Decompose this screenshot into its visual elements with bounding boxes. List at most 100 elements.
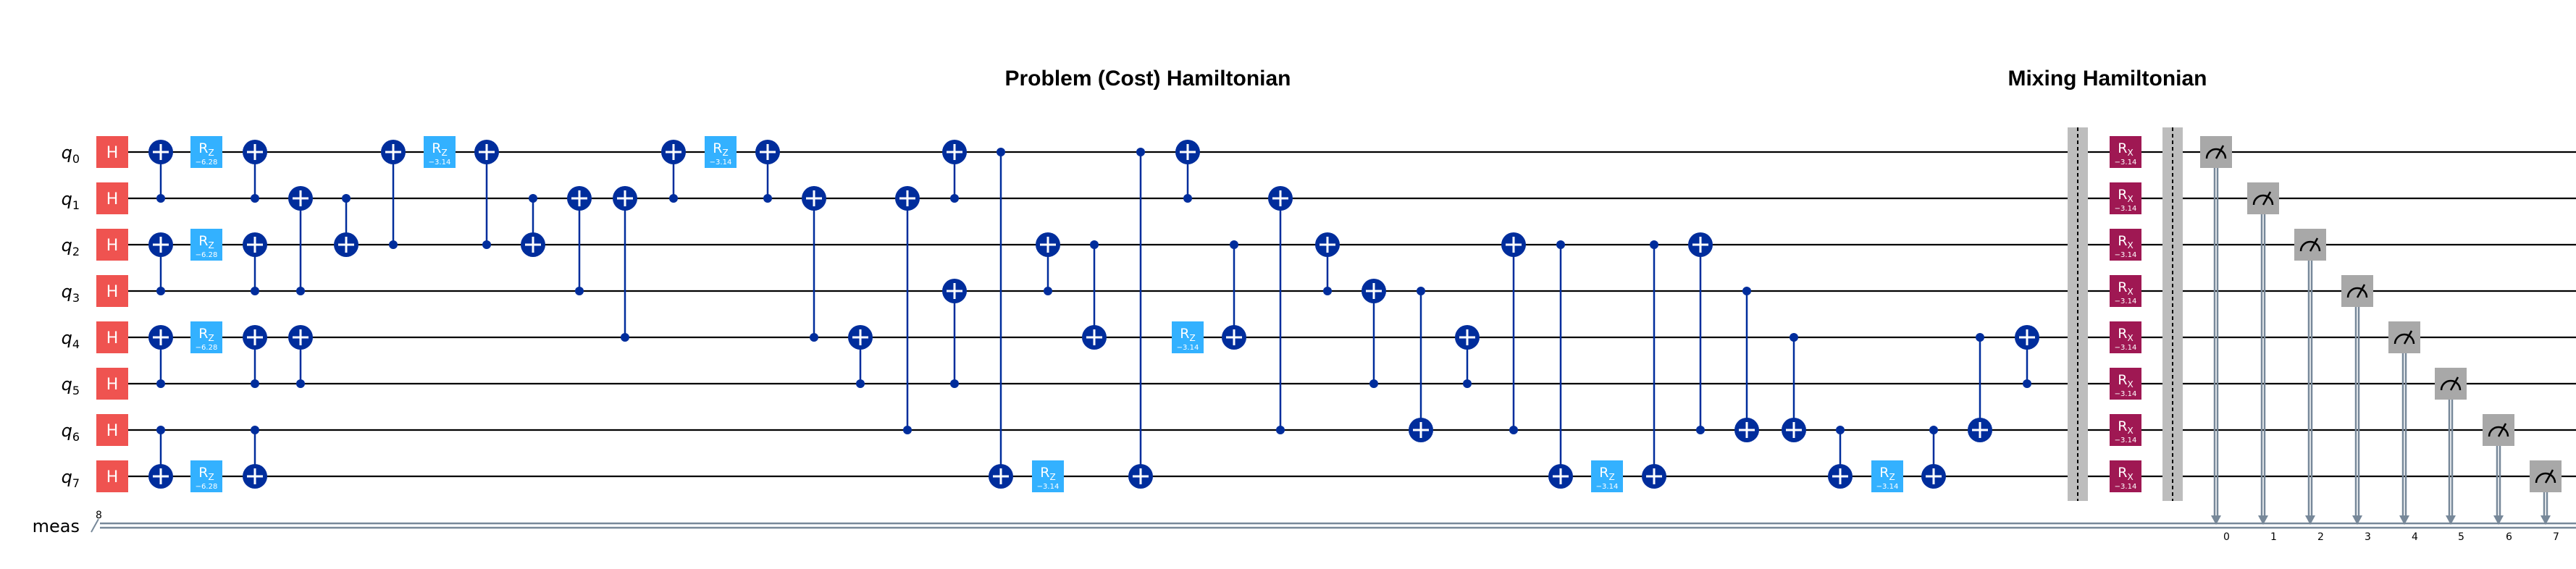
rz-gate-param: −3.14 [1876, 483, 1899, 491]
qubit-label-name: q [62, 421, 72, 441]
hadamard-box [96, 275, 128, 307]
register-size-label: 8 [96, 510, 102, 521]
measure-box [2247, 182, 2279, 214]
cnot-gate [1409, 287, 1433, 442]
meter-arc [2346, 287, 2368, 298]
cnot-gate [942, 279, 967, 388]
cnot-gate [521, 194, 545, 257]
control-dot [1183, 194, 1192, 203]
rz-gate-box [190, 321, 222, 353]
rz-gate-label: RZ [432, 140, 447, 158]
rz-gate-param: −6.28 [196, 483, 218, 491]
control-dot [763, 194, 772, 203]
qubit-label: q4 [62, 328, 80, 351]
rz-gate-label-sub: Z [208, 333, 214, 343]
measure-gate: 2 [2294, 229, 2326, 543]
cnot-gate [381, 140, 406, 249]
rz-gate-label-sub: Z [1049, 472, 1055, 482]
cnot-gate [895, 186, 920, 434]
rx-gate-box [2110, 275, 2141, 307]
control-dot [251, 194, 259, 203]
cnot-gate [1968, 333, 1992, 442]
rx-gate-label: RX [2118, 233, 2133, 250]
control-dot [156, 194, 165, 203]
cnot-gate [1082, 240, 1107, 350]
register-size-slash [91, 518, 99, 533]
hadamard-gate: H [96, 136, 128, 168]
rx-gate-param: −3.14 [2115, 390, 2137, 398]
rz-gate-label: RZ [198, 326, 214, 343]
rz-gate-label-main: R [1879, 465, 1889, 481]
meter-needle [2544, 469, 2554, 484]
cnot-gate [474, 140, 499, 249]
rx-gate-label: RX [2118, 465, 2133, 482]
rz-gate-label: RZ [1879, 465, 1895, 482]
rx-gate-label-sub: X [2127, 240, 2133, 250]
rz-gate-param: −6.28 [196, 159, 218, 167]
rx-gate-label-sub: X [2127, 148, 2133, 158]
qubit-label: q5 [62, 374, 80, 397]
qubit-label: q3 [62, 282, 80, 305]
cnot-gate [1036, 232, 1060, 295]
rz-gate: RZ−6.28 [190, 321, 222, 353]
rx-gate-box [2110, 460, 2141, 492]
control-dot [1276, 426, 1285, 434]
hadamard-box [96, 368, 128, 400]
rz-gate-label-main: R [198, 140, 208, 156]
rz-gate-param: −3.14 [1037, 483, 1060, 491]
rz-gate-label-main: R [198, 465, 208, 481]
qubit-label-name: q [62, 328, 72, 348]
rx-gate: RX−3.14 [2110, 229, 2141, 261]
cnot-gate [1688, 232, 1713, 434]
rz-gate-box [1172, 321, 1204, 353]
measure-gate: 1 [2247, 182, 2279, 543]
rx-gate-label: RX [2118, 140, 2133, 158]
mixing-hamiltonian-title: Mixing Hamiltonian [2007, 67, 2207, 90]
rx-gate-param: −3.14 [2115, 251, 2137, 259]
qubit-label-name: q [62, 235, 72, 256]
meter-needle [2356, 284, 2366, 298]
cnot-gate [243, 426, 267, 489]
rx-gate-label-main: R [2118, 279, 2127, 295]
control-dot [1696, 426, 1705, 434]
control-dot [296, 287, 305, 295]
barrier [2068, 127, 2088, 501]
rz-gate-label: RZ [198, 233, 214, 250]
control-dot [2023, 379, 2031, 388]
cnot-gate [243, 140, 267, 203]
rz-gate-label: RZ [198, 140, 214, 158]
measure-bit-label: 5 [2458, 531, 2464, 543]
cnot-gate [661, 140, 686, 203]
measure-arrow [2352, 515, 2362, 525]
rz-gate: RZ−6.28 [190, 229, 222, 261]
measure-bit-label: 2 [2317, 531, 2324, 543]
rz-gate-label-main: R [432, 140, 441, 156]
qubit-label-name: q [62, 189, 72, 209]
hadamard-gate: H [96, 368, 128, 400]
measure-gate: 6 [2483, 414, 2514, 543]
control-dot [1417, 287, 1425, 295]
rz-gate-label-main: R [1599, 465, 1608, 481]
control-dot [1044, 287, 1052, 295]
measure-arrow [2541, 515, 2551, 525]
qubit-label-index: 4 [72, 337, 80, 351]
control-dot [1976, 333, 1984, 342]
rz-gate: RZ−3.14 [1871, 460, 1903, 492]
measure-box [2435, 368, 2467, 400]
measure-bit-label: 1 [2270, 531, 2277, 543]
cnot-gate [613, 186, 637, 342]
rx-gate-box [2110, 136, 2141, 168]
rx-gate-box [2110, 321, 2141, 353]
rx-gate-label-main: R [2118, 233, 2127, 249]
barrier [2162, 127, 2183, 501]
control-dot [1742, 287, 1751, 295]
control-dot [1463, 379, 1472, 388]
rz-gate-label: RZ [1599, 465, 1614, 482]
rx-gate-label: RX [2118, 279, 2133, 297]
cnot-gate [1128, 148, 1153, 489]
rx-gate-box [2110, 182, 2141, 214]
control-dot [251, 379, 259, 388]
measure-arrow [2493, 515, 2504, 525]
